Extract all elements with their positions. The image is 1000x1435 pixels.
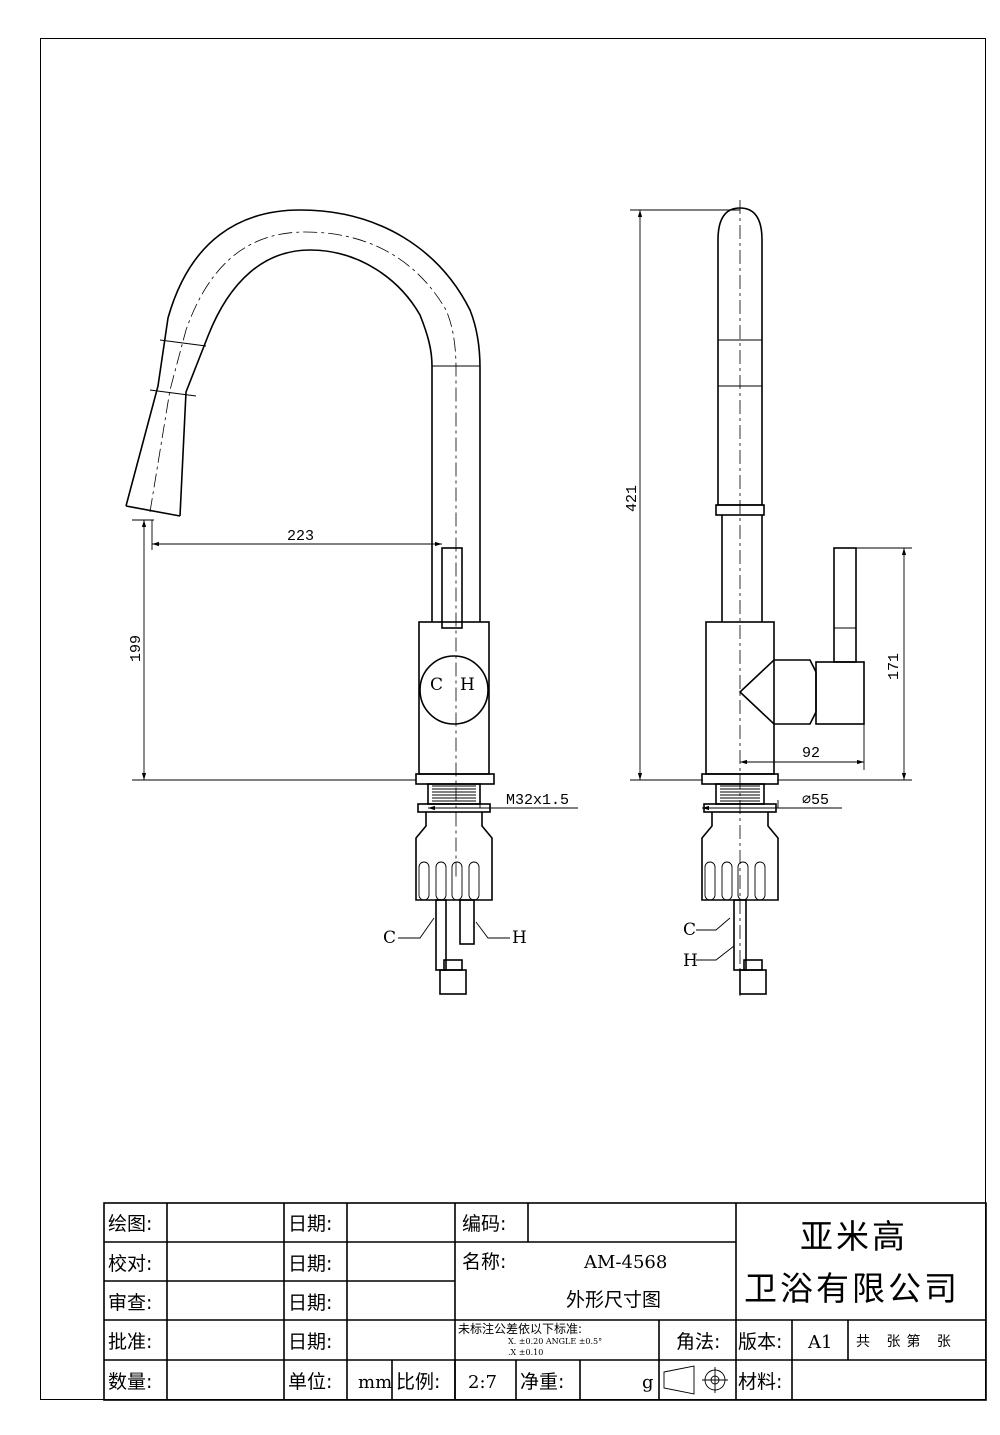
front-inlet-cold-label: C [383, 928, 396, 948]
code-label: 编码: [462, 1213, 506, 1235]
front-spout-outer [125, 209, 481, 622]
tolerance-title: 未标注公差依以下标准: [458, 1321, 582, 1336]
tolerance-line-2: .X ±0.10 [508, 1348, 543, 1357]
front-handle-cold-label: C [430, 675, 443, 695]
first-angle-projection-icon [663, 1365, 728, 1395]
side-inlet-hot-label: H [683, 951, 698, 971]
front-height-dimension: 199 [128, 635, 145, 662]
version-value: A1 [807, 1332, 832, 1353]
company-name-line-1: 亚米高 [800, 1217, 908, 1256]
approved-by-label: 批准: [108, 1331, 152, 1353]
side-inlet-cold-label: C [683, 920, 696, 940]
name-label: 名称: [462, 1251, 506, 1273]
net-weight-unit: g [642, 1372, 654, 1393]
drawing-title: 外形尺寸图 [566, 1289, 661, 1311]
unit-label: 单位: [288, 1371, 332, 1393]
material-label: 材料: [738, 1371, 782, 1393]
side-view: C H 421 171 92 ⌀55 [624, 200, 912, 1000]
front-inlet-hot-label: H [512, 928, 527, 948]
unit-value: mm [358, 1372, 392, 1393]
date-label-1: 日期: [288, 1213, 332, 1235]
version-label: 版本: [738, 1331, 782, 1353]
scale-label: 比例: [396, 1371, 440, 1393]
front-view: C H C H [125, 209, 578, 995]
drawn-by-label: 绘图: [108, 1213, 152, 1235]
front-reach-dimension: 223 [287, 528, 314, 545]
side-base-diameter-callout: ⌀55 [802, 792, 829, 809]
reviewed-by-label: 审查: [108, 1292, 152, 1314]
side-handle-offset-dimension: 92 [802, 745, 820, 762]
date-label-3: 日期: [288, 1292, 332, 1314]
title-block: 绘图: 校对: 审查: 批准: 数量: 日期: 日期: 日期: 日期: 单位: … [103, 1202, 987, 1401]
sheet-count: 共 张第 张 [856, 1333, 957, 1350]
quantity-label: 数量: [108, 1371, 152, 1393]
front-thread-callout: M32x1.5 [506, 792, 569, 809]
front-spout-inner [179, 249, 433, 622]
model-number: AM-4568 [583, 1252, 667, 1273]
side-handle-height-dimension: 171 [886, 653, 903, 680]
scale-value: 2:7 [468, 1372, 497, 1393]
date-label-4: 日期: [288, 1331, 332, 1353]
tolerance-line-1: X. ±0.20 ANGLE ±0.5° [508, 1337, 602, 1346]
company-name-line-2: 卫浴有限公司 [744, 1269, 960, 1308]
side-total-height-dimension: 421 [624, 485, 641, 512]
net-weight-label: 净重: [520, 1371, 564, 1393]
checked-by-label: 校对: [108, 1253, 152, 1275]
front-handle-hot-label: H [460, 675, 475, 695]
projection-label: 角法: [676, 1331, 720, 1353]
date-label-2: 日期: [288, 1253, 332, 1275]
